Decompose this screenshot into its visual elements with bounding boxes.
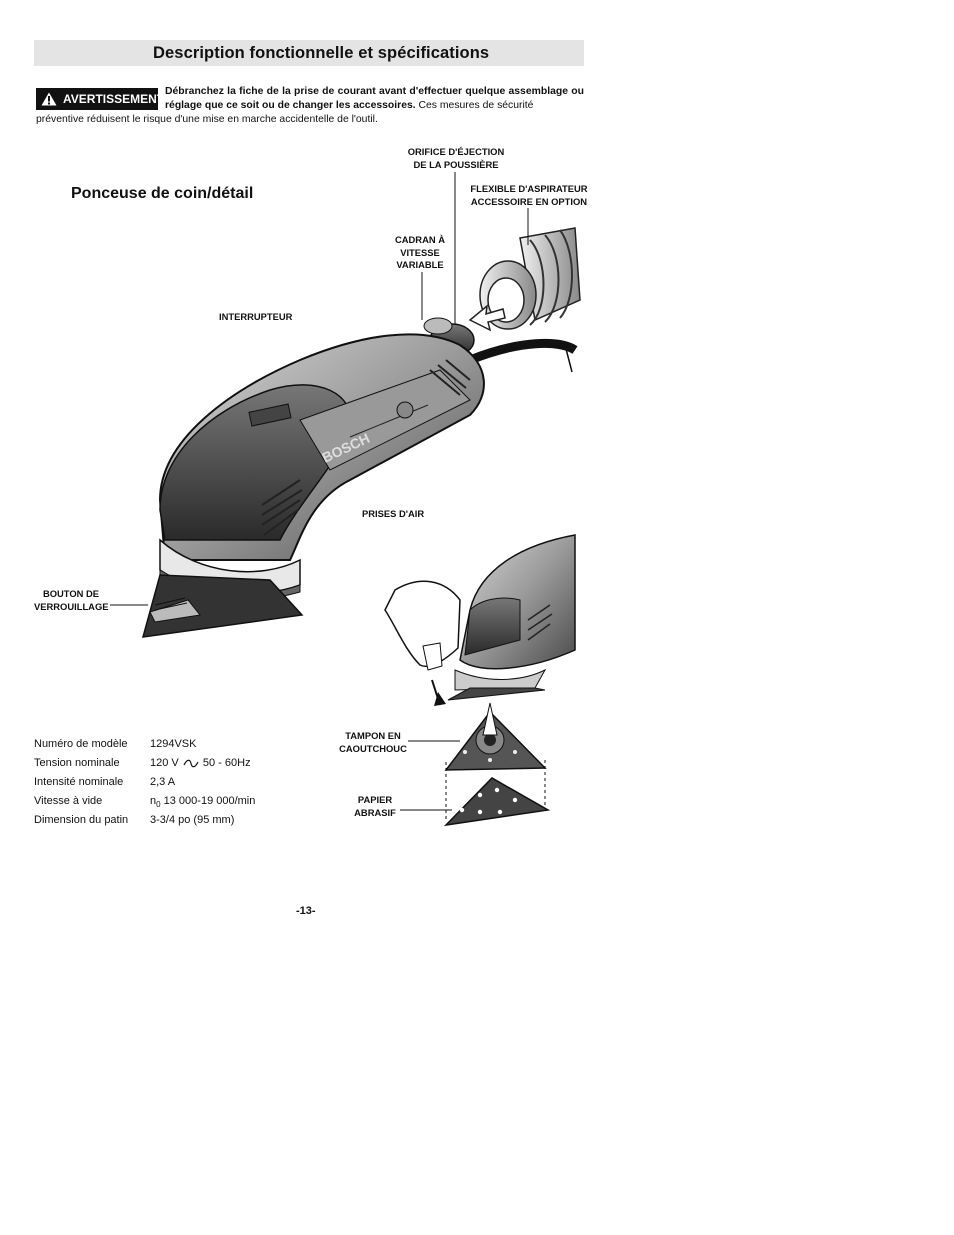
sandpaper bbox=[443, 777, 551, 827]
label-vacuum-hose: FLEXIBLE D'ASPIRATEUR ACCESSOIRE EN OPTI… bbox=[470, 183, 588, 207]
warning-continuation: préventive réduisent le risque d'une mis… bbox=[36, 114, 378, 125]
section-header-bar: Description fonctionnelle et spécificati… bbox=[34, 40, 584, 66]
power-cord bbox=[468, 339, 578, 365]
rubber-pad bbox=[444, 702, 547, 771]
section-title: Ponceuse de coin/détail bbox=[71, 185, 254, 202]
warning-bold-line2: ou réglage que ce soit ou de changer les… bbox=[165, 86, 584, 111]
alternating-current-icon bbox=[183, 759, 199, 767]
label-speed-dial: CADRAN À VITESSE VARIABLE bbox=[395, 234, 445, 270]
label-dust-port: ORIFICE D'ÉJECTION DE LA POUSSIÈRE bbox=[407, 146, 505, 170]
warning-badge: AVERTISSEMENT bbox=[36, 88, 164, 110]
vacuum-hose bbox=[468, 227, 581, 332]
pad-change-illustration bbox=[384, 534, 576, 706]
label-rubber-pad: TAMPON EN CAOUTCHOUC bbox=[339, 730, 407, 754]
warning-triangle-icon bbox=[41, 92, 57, 106]
warning-normal-tail: Ces mesures de sécurité bbox=[415, 100, 534, 111]
bosch-logo-icon bbox=[396, 401, 414, 419]
sander-body: BOSCH bbox=[158, 333, 485, 600]
warning-text: Débranchez la fiche de la prise de coura… bbox=[165, 85, 584, 113]
label-lock-button: BOUTON DE VERROUILLAGE bbox=[34, 588, 109, 612]
label-switch: INTERRUPTEUR bbox=[219, 311, 293, 322]
page-title: Description fonctionnelle et spécificati… bbox=[153, 44, 490, 62]
label-air-vents: PRISES D'AIR bbox=[362, 508, 425, 519]
warning-bold-line1: Débranchez la fiche de la prise de coura… bbox=[165, 86, 568, 97]
callout-lines bbox=[110, 172, 529, 811]
sanding-pad bbox=[141, 574, 304, 638]
label-sandpaper: PAPIER ABRASIF bbox=[354, 794, 396, 818]
page-number: -13- bbox=[296, 905, 316, 917]
warning-badge-label: AVERTISSEMENT bbox=[63, 92, 165, 106]
